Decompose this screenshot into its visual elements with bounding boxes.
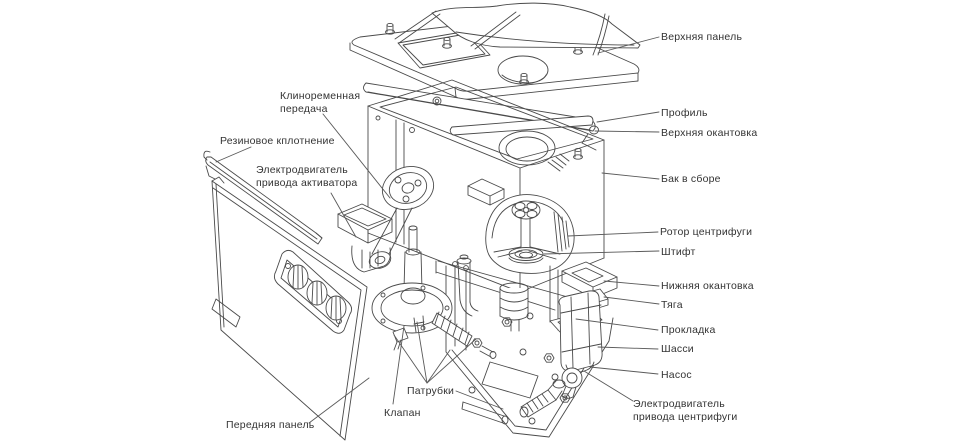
leader-profile (596, 111, 660, 123)
label-pump: Насос (661, 369, 692, 381)
leader-pipes-2 (393, 334, 428, 384)
centrifuge-motor (558, 290, 603, 373)
knob (287, 264, 309, 290)
front-panel (211, 176, 368, 441)
knob (306, 280, 328, 306)
leader-rotor (567, 231, 659, 237)
leader-pipes-1 (416, 321, 428, 384)
label-bottom-edging: Нижняя окантовка (661, 280, 754, 292)
label-activator-motor: Электродвигатель привода активатора (256, 164, 358, 189)
label-pipes: Патрубки (407, 385, 455, 397)
leader-bottom-edging (603, 280, 660, 287)
drain-pipe (519, 379, 566, 418)
label-front-panel: Передняя панель (226, 419, 315, 431)
activator-motor (337, 203, 393, 273)
pump (559, 367, 583, 403)
label-chassis: Шасси (661, 343, 694, 355)
leader-top-panel (597, 36, 660, 54)
label-pin: Штифт (661, 246, 696, 258)
leader-v-belt (322, 113, 391, 199)
label-gasket: Прокладка (661, 324, 716, 336)
leader-gasket (575, 318, 659, 331)
label-top-edging: Верхняя окантовка (661, 127, 758, 139)
v-belt-drive (368, 166, 435, 269)
label-centrifuge-motor: Электродвигатель привода центрифуги (633, 398, 738, 423)
label-valve: Клапан (384, 407, 421, 419)
leader-top-edging (594, 130, 660, 133)
rubber-seal (203, 150, 323, 245)
leader-pipes-3 (426, 349, 451, 384)
leader-pipes-5 (455, 390, 504, 410)
pin (511, 200, 541, 220)
leader-chassis (597, 346, 659, 350)
profile-rails (363, 82, 599, 136)
pipes-group (371, 225, 566, 425)
label-profile: Профиль (661, 107, 708, 119)
leader-pipes-4 (426, 338, 477, 384)
label-v-belt-drive: Клиноременная передача (280, 90, 361, 115)
label-rod: Тяга (661, 299, 683, 311)
label-centrifuge-rotor: Ротор центрифуги (660, 226, 753, 238)
knob (325, 295, 347, 321)
leader-rubber-seal (215, 146, 252, 163)
leader-centrifuge-motor (583, 370, 634, 402)
lid (394, 2, 641, 56)
label-rubber-seal: Резиновое кплотнение (220, 135, 335, 147)
valve (392, 327, 409, 351)
leader-activator-motor (330, 192, 357, 238)
leader-pin (543, 250, 660, 255)
label-tank-assembly: Бак в сборе (661, 173, 721, 185)
leader-lines (215, 36, 660, 424)
label-top-panel: Верхняя панель (661, 31, 743, 43)
leader-valve (392, 325, 405, 405)
suspension-plate (435, 260, 576, 351)
leader-rod (603, 296, 660, 305)
control-panel-strip (273, 249, 353, 334)
leader-tank (601, 172, 660, 180)
leader-front-panel (308, 377, 370, 424)
leader-pump (589, 366, 659, 375)
